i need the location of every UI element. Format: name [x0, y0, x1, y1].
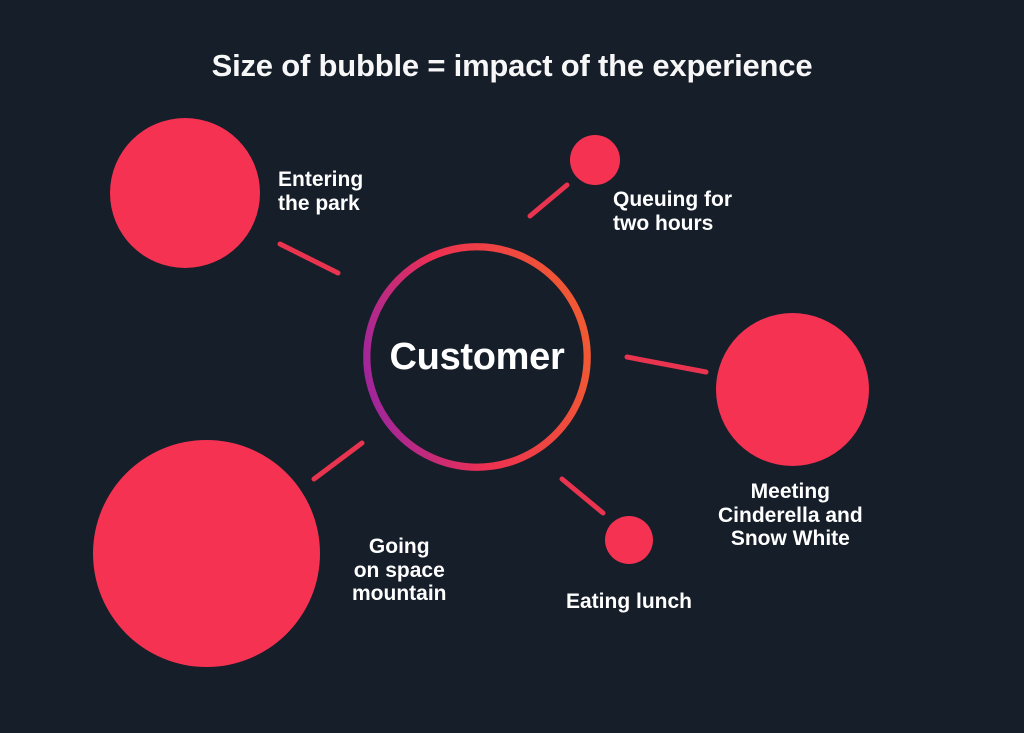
connector-queuing-for-two-hours	[527, 182, 570, 219]
bubble-eating-lunch[interactable]	[605, 516, 653, 564]
hub-ring-icon	[363, 243, 591, 471]
page-title: Size of bubble = impact of the experienc…	[211, 48, 813, 83]
label-entering-the-park: Entering the park	[278, 168, 364, 215]
label-eating-lunch: Eating lunch	[566, 590, 692, 613]
connector-going-on-space-mountain	[311, 440, 365, 482]
bubble-meeting-cinderella-and-snow-white[interactable]	[715, 312, 869, 466]
hub-customer[interactable]: Customer	[361, 241, 593, 473]
bubble-going-on-space-mountain[interactable]	[92, 439, 320, 667]
label-meeting-cinderella-and-snow-white: Meeting Cinderella and Snow White	[718, 480, 863, 551]
label-queuing-for-two-hours: Queuing for two hours	[613, 188, 732, 235]
connector-entering-the-park	[277, 241, 341, 276]
connector-meeting-cinderella-and-snow-white	[624, 354, 709, 375]
bubble-entering-the-park[interactable]	[110, 118, 260, 268]
label-going-on-space-mountain: Going on space mountain	[352, 535, 447, 606]
connector-eating-lunch	[559, 476, 606, 516]
bubble-queuing-for-two-hours[interactable]	[570, 135, 620, 185]
hub-label: Customer	[389, 335, 565, 378]
